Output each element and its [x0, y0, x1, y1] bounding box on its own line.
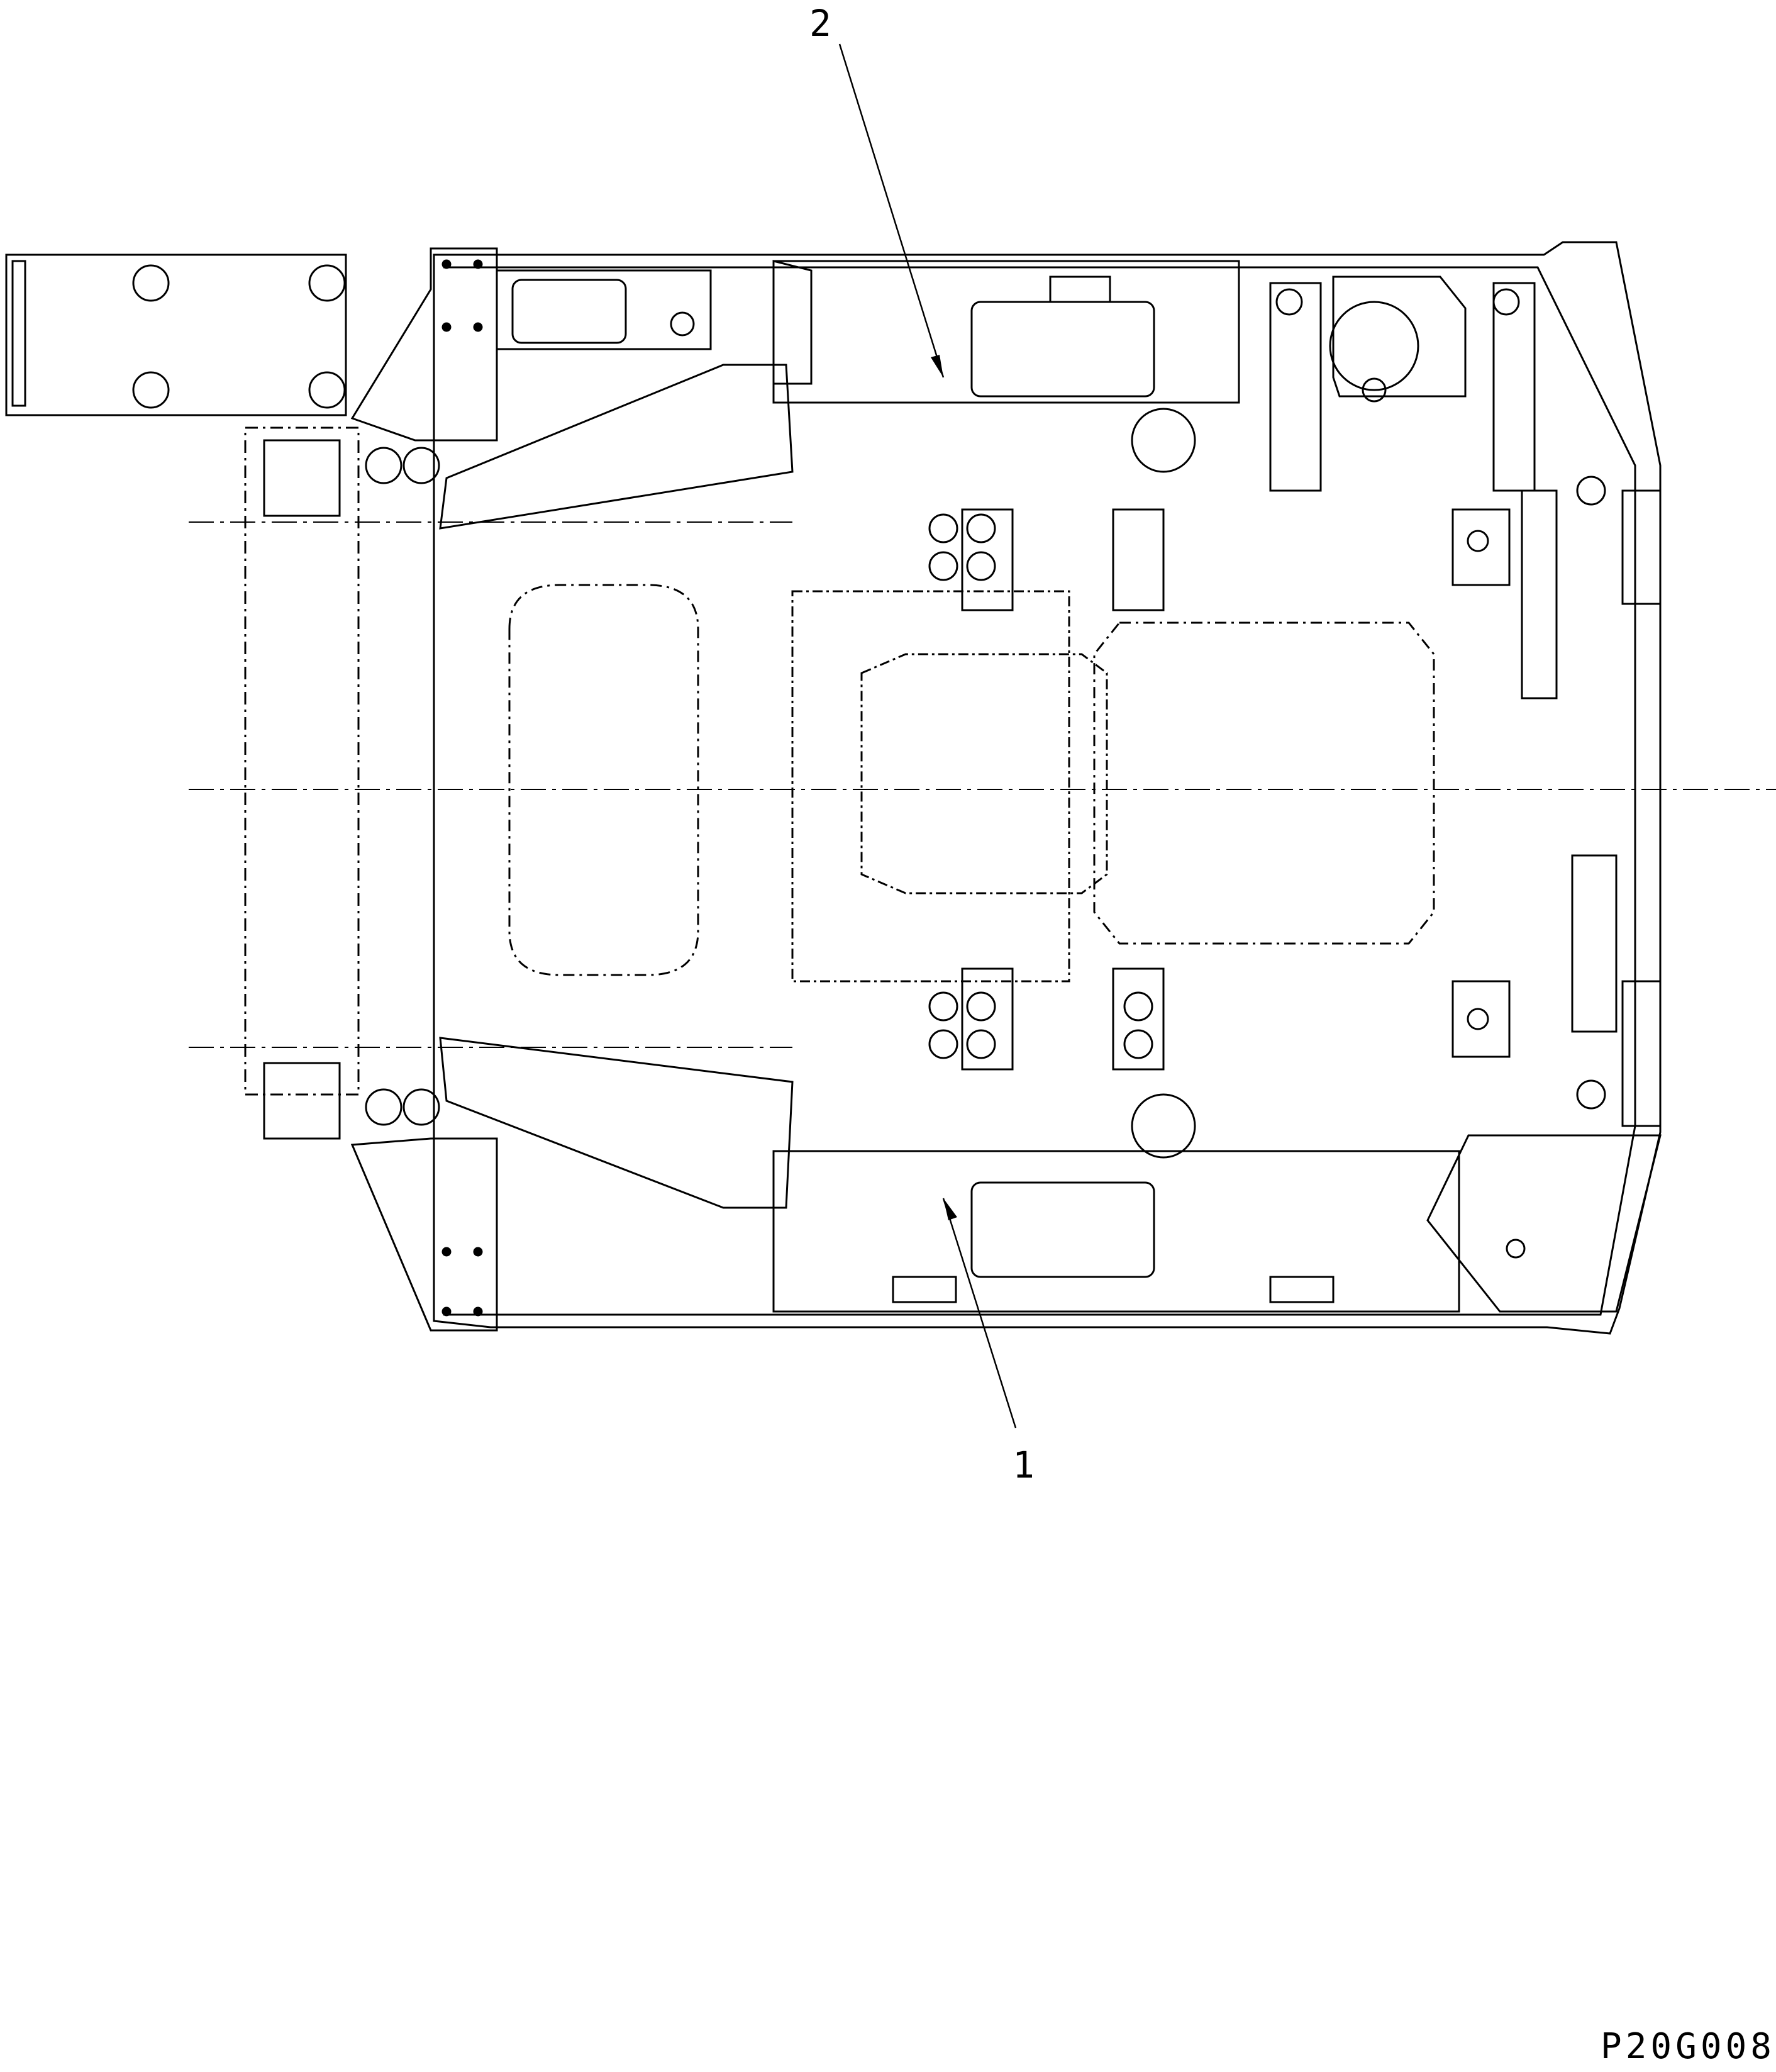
left-bracket-top	[350, 247, 498, 442]
left-bracket-bottom	[350, 1137, 498, 1332]
bottom-rail	[772, 1150, 1460, 1313]
bottom-seat-bracket-plate	[970, 1181, 1155, 1278]
top-seat-bracket-plate	[970, 301, 1155, 398]
callout-2: 2	[809, 2, 831, 45]
callout-1: 1	[1013, 1444, 1035, 1486]
top-motor	[1329, 301, 1419, 391]
top-rail	[772, 260, 1240, 404]
leader-line-2	[838, 43, 945, 378]
floor-frame-outline	[433, 241, 1662, 1335]
lower-actuator	[1131, 1093, 1196, 1159]
floor-frame-inner	[443, 266, 1636, 1316]
center-seat-base	[791, 590, 1070, 983]
drawing-code: P20G008	[1601, 2026, 1776, 2067]
leader-line-1	[942, 1198, 1017, 1429]
floor-oval-cutout	[508, 584, 699, 976]
right-panel-outline	[1093, 621, 1435, 945]
left-extension-plate	[5, 253, 347, 416]
upper-actuator	[1131, 408, 1196, 473]
bottom-right-plate	[1426, 1134, 1662, 1313]
